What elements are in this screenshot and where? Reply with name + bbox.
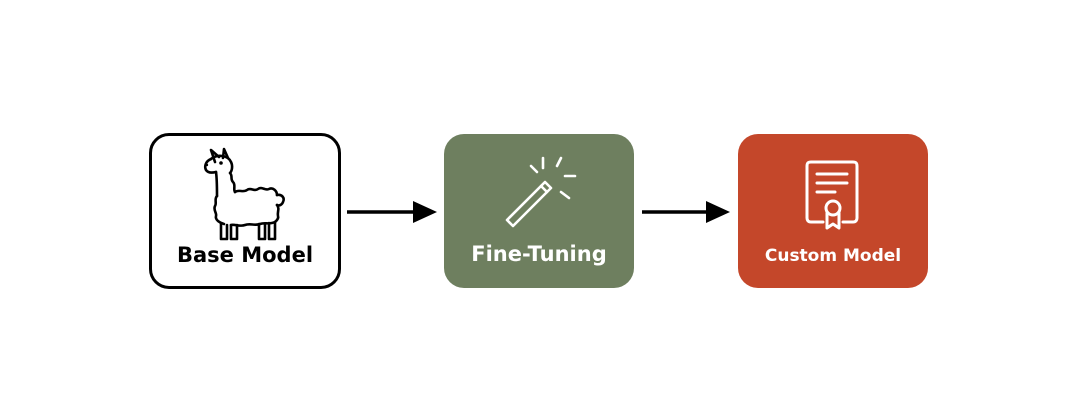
magic-wand-icon: [499, 154, 579, 232]
base-model-label: Base Model: [176, 243, 314, 267]
fine-tuning-label: Fine-Tuning: [471, 242, 607, 266]
llama-icon: [197, 146, 293, 246]
custom-model-label: Custom Model: [764, 246, 902, 266]
base-model-node: Base Model: [149, 133, 341, 289]
arrow-tuning-to-custom: [640, 199, 734, 229]
arrow-base-to-tuning: [345, 199, 439, 229]
fine-tuning-node: Fine-Tuning: [444, 134, 634, 288]
custom-model-node: Custom Model: [738, 134, 928, 288]
certificate-icon: [803, 158, 863, 234]
